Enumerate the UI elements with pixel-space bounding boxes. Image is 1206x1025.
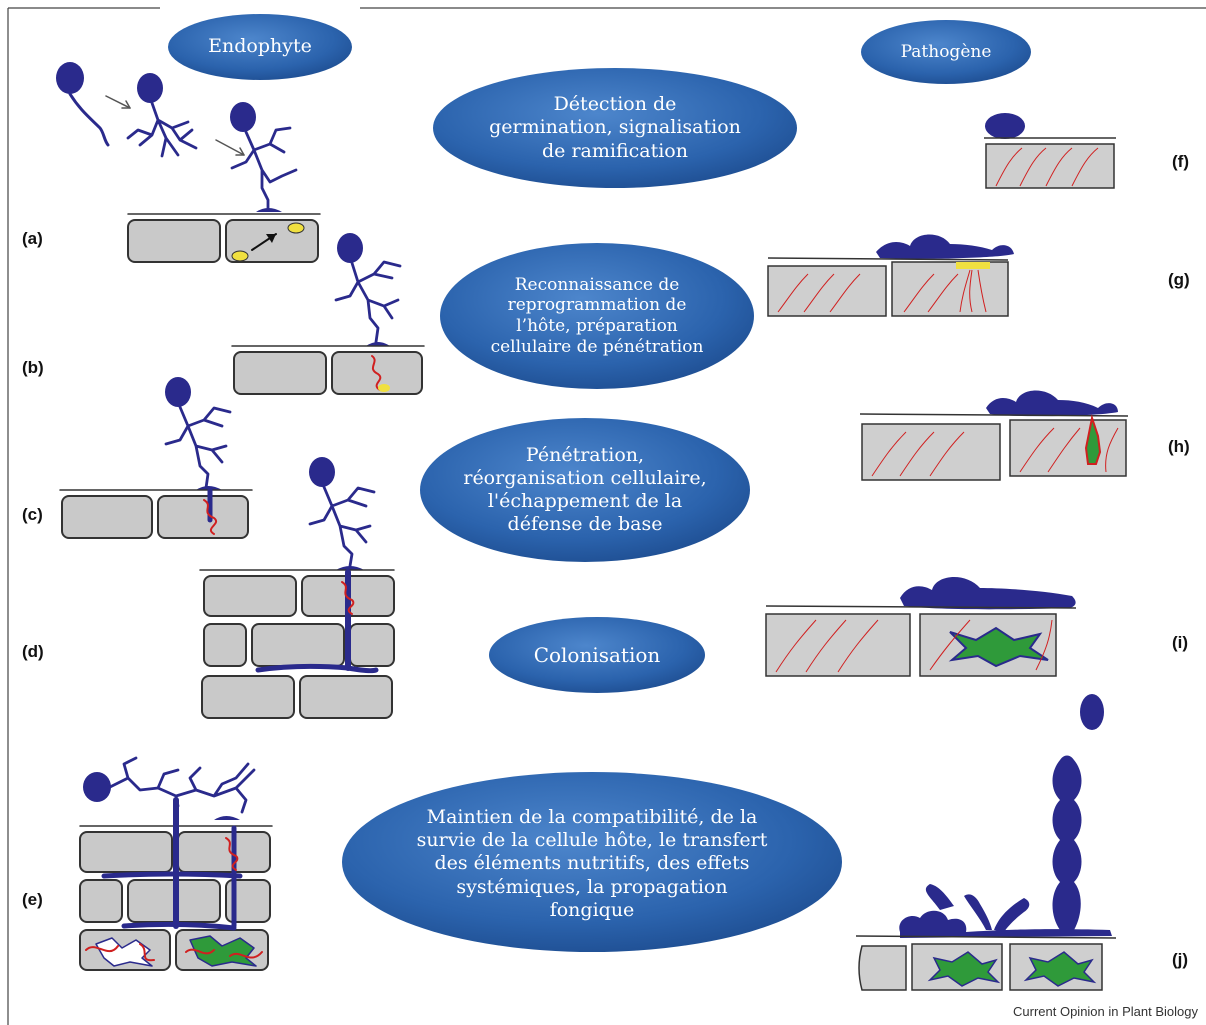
stage1-line3: de ramification	[542, 139, 688, 162]
stage3-ellipse	[420, 418, 750, 562]
stage1-label: Détection de germination, signalisation …	[440, 76, 790, 180]
pathogene-header-text: Pathogène	[900, 41, 992, 62]
stage1-line1: Détection de	[553, 93, 677, 116]
stage5-ellipse	[342, 772, 842, 952]
panel-label-d: (d)	[22, 642, 44, 661]
pathogen-panel-j	[855, 694, 1117, 991]
stage2-ellipse	[440, 243, 754, 389]
panel-label-j: (j)	[1172, 950, 1189, 969]
stage4-label: Colonisation	[490, 635, 704, 675]
stage5-line2: survie de la cellule hôte, le transfert	[416, 829, 768, 852]
pathogen-panel-h	[859, 390, 1129, 481]
endophyte-panel-b	[231, 233, 425, 395]
stage1-line2: germination, signalisation	[489, 116, 741, 139]
stage2-label: Reconnaissance de reprogrammation de l’h…	[450, 250, 744, 382]
endophyte-panel-e	[79, 756, 273, 971]
endophyte-panel-a	[56, 62, 321, 263]
pathogen-panel-g	[767, 234, 1014, 317]
frame	[7, 7, 1206, 1025]
stage5-label: Maintien de la compatibilité, de la surv…	[360, 786, 824, 942]
endophyte-header-text: Endophyte	[208, 35, 312, 58]
stage5-line5: fongique	[549, 898, 635, 921]
pathogene-header: Pathogène	[862, 26, 1030, 78]
stage2-line3: l’hôte, préparation	[516, 316, 678, 336]
stage3-line3: l'échappement de la	[487, 490, 683, 512]
endophyte-header-ellipse	[168, 14, 352, 80]
stage5-line3: des éléments nutritifs, des effets	[434, 852, 750, 875]
stage3-label: Pénétration, réorganisation cellulaire, …	[428, 424, 742, 556]
panel-label-h: (h)	[1168, 437, 1190, 456]
stage3-line1: Pénétration,	[525, 443, 645, 466]
panel-label-e: (e)	[22, 890, 43, 909]
stage5-line1: Maintien de la compatibilité, de la	[426, 806, 758, 829]
stage4-ellipse	[489, 617, 705, 693]
endophyte-panel-d	[199, 457, 395, 719]
stage1-ellipse	[433, 68, 797, 188]
stage2-line1: Reconnaissance de	[514, 274, 680, 295]
stage2-line2: reprogrammation de	[507, 295, 687, 316]
panel-label-c: (c)	[22, 505, 43, 524]
pathogen-panel-f	[984, 113, 1116, 189]
panel-label-b: (b)	[22, 358, 44, 377]
credit-text: Current Opinion in Plant Biology	[1013, 1004, 1198, 1019]
panel-label-g: (g)	[1168, 270, 1190, 289]
pathogene-header-ellipse	[861, 20, 1031, 84]
stage5-line4: systémiques, la propagation	[456, 875, 728, 898]
stage2-line4: cellulaire de pénétration	[490, 336, 704, 357]
pathogen-panel-i	[765, 576, 1077, 677]
endophyte-panel-c	[59, 377, 253, 539]
stage3-line4: défense de base	[507, 513, 663, 536]
panel-label-f: (f)	[1172, 152, 1189, 171]
endophyte-header: Endophyte	[170, 20, 350, 74]
panel-label-i: (i)	[1172, 633, 1189, 652]
stage4-line1: Colonisation	[533, 642, 661, 667]
stage3-line2: réorganisation cellulaire,	[463, 466, 707, 489]
panel-label-a: (a)	[22, 229, 43, 248]
